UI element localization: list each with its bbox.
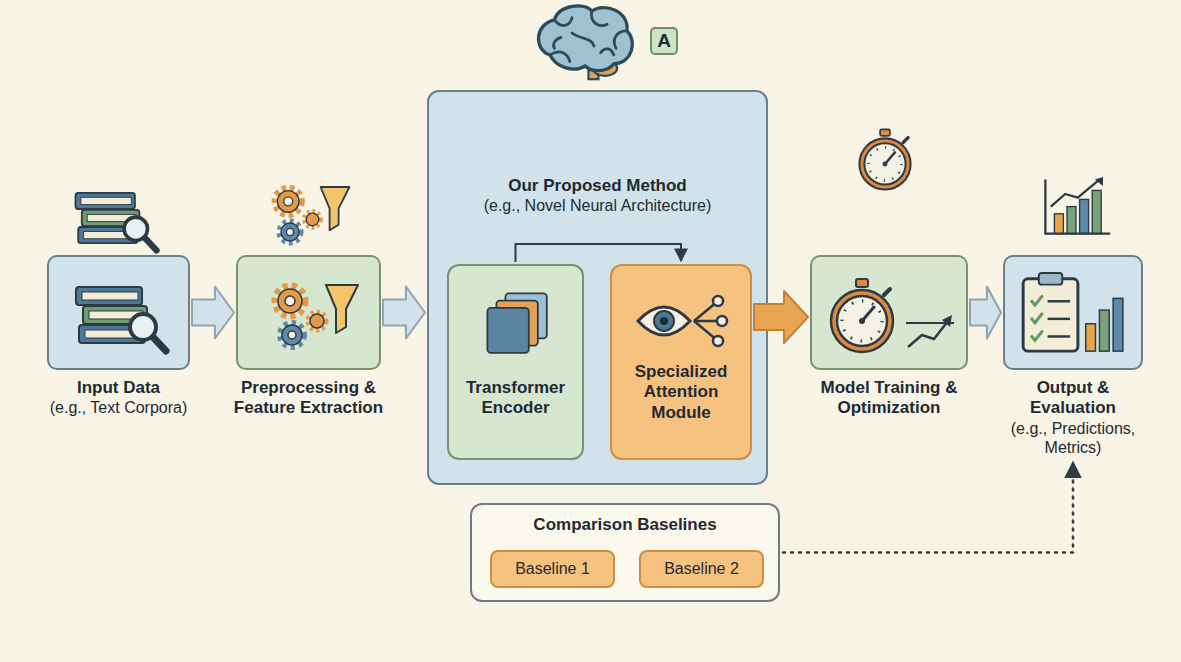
node-title: Output & Evaluation xyxy=(998,378,1148,419)
flow-arrow xyxy=(383,287,425,339)
connector-line xyxy=(516,244,682,262)
node-title: Preprocessing & Feature Extraction xyxy=(229,378,389,419)
baseline-box: Baseline 2 xyxy=(639,550,764,588)
chart-icon xyxy=(1045,177,1110,234)
books-icon xyxy=(71,275,171,355)
stopwatch-icon xyxy=(859,129,910,189)
input-box: Input Data(e.g., Text Corpora) xyxy=(44,255,194,418)
encoder-box: Transformer Encoder xyxy=(447,264,584,460)
node-title: Input Data xyxy=(44,378,194,398)
report-icon xyxy=(1015,269,1133,357)
training-box: Model Training & Optimization xyxy=(810,255,968,419)
flow-arrow xyxy=(970,287,1001,339)
badge-letter: A xyxy=(650,27,678,55)
node-title: Our Proposed Method xyxy=(437,176,758,196)
node-title: Model Training & Optimization xyxy=(814,378,964,419)
books-icon xyxy=(76,193,157,251)
flow-arrow xyxy=(192,287,234,339)
node-title: Specialized Attention Module xyxy=(620,362,742,423)
box-shape xyxy=(810,255,968,370)
box-shape xyxy=(236,255,381,370)
brain-icon xyxy=(539,6,633,79)
gears-icon xyxy=(275,187,350,243)
node-text: Baseline 1 xyxy=(515,559,590,578)
box-shape xyxy=(1003,255,1143,370)
gears-icon xyxy=(262,275,362,355)
node-text: (e.g., Predictions, Metrics) xyxy=(998,419,1148,457)
eye-icon xyxy=(634,291,734,351)
method-panel: Our Proposed Method(e.g., Novel Neural A… xyxy=(427,90,768,485)
node-text: Baseline 2 xyxy=(664,559,739,578)
layers-icon xyxy=(482,284,554,364)
attention-box: Specialized Attention Module xyxy=(610,264,752,460)
node-text: (e.g., Novel Neural Architecture) xyxy=(437,196,758,215)
node-title: Comparison Baselines xyxy=(480,515,770,535)
baseline-box: Baseline 1 xyxy=(490,550,615,588)
dotted-connector xyxy=(783,462,1073,552)
training-icon xyxy=(822,275,957,355)
process-box: Preprocessing & Feature Extraction xyxy=(229,255,389,419)
baseline-panel: Comparison BaselinesBaseline 1 Baseline 2 xyxy=(470,503,780,602)
output-box: Output & Evaluation(e.g., Predictions, M… xyxy=(998,255,1148,457)
flow-arrow-accent xyxy=(754,291,808,343)
box-shape xyxy=(47,255,190,370)
node-title: Transformer Encoder xyxy=(457,378,574,419)
node-text: (e.g., Text Corpora) xyxy=(44,398,194,417)
